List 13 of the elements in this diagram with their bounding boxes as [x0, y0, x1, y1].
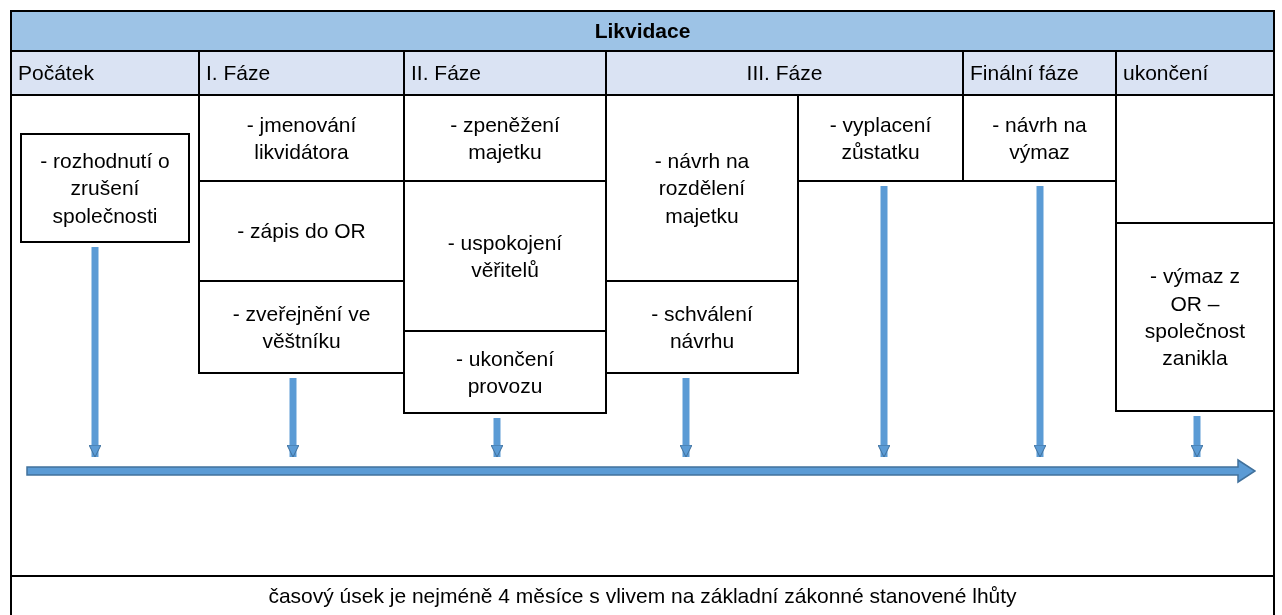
phase-header: II. Fáze — [403, 50, 607, 96]
step-box: - zveřejnění ve věštníku — [198, 280, 405, 374]
step-box: - rozhodnutí o zrušení společnosti — [20, 133, 190, 243]
phase-header: III. Fáze — [605, 50, 964, 96]
phase-header: Počátek — [10, 50, 200, 96]
phase-header: Finální fáze — [962, 50, 1117, 96]
caption: časový úsek je nejméně 4 měsíce s vlivem na základní zákonné stanovené lhůty — [10, 575, 1275, 615]
phase-header: ukončení — [1115, 50, 1275, 96]
timeline-arrow — [26, 458, 1256, 484]
title-band: Likvidace — [10, 10, 1275, 52]
step-box: - výmaz z OR – společnost zanikla — [1115, 222, 1275, 412]
step-box: - schválení návrhu — [605, 280, 799, 374]
phase-header: I. Fáze — [198, 50, 405, 96]
